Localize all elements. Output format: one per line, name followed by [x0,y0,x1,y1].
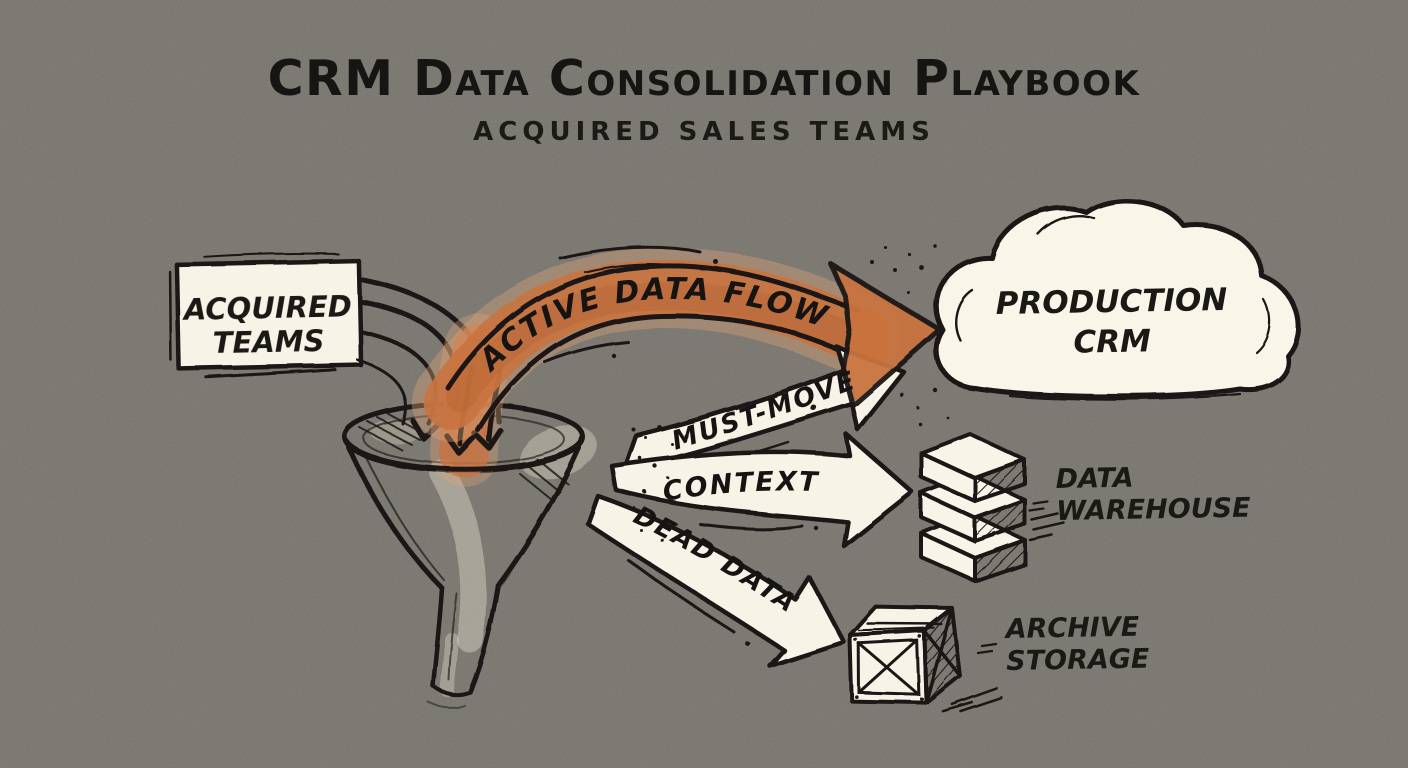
production-crm-line2: CRM [1073,323,1151,360]
production-crm-label: PRODUCTION CRM [995,282,1227,361]
acquired-teams-line2: TEAMS [212,324,324,360]
data-warehouse-label: DATA WAREHOUSE [1055,463,1251,527]
archive-storage-line1: ARCHIVE [1003,612,1140,645]
acquired-teams-line1: ACQUIRED [181,289,352,327]
speed-marks [976,500,1050,655]
archive-storage-label: ARCHIVE STORAGE [1003,612,1150,677]
dead-data-arrow [585,493,847,669]
active-flow-arrowhead [828,261,943,409]
database-stack-icon [919,432,1066,583]
page-subtitle: ACQUIRED SALES TEAMS [473,117,935,147]
crate-icon [847,604,1004,713]
context-arrow [609,431,915,549]
active-data-flow-arrow [412,245,902,442]
data-warehouse-line2: WAREHOUSE [1056,493,1251,527]
funnel-front-rim [343,437,585,472]
crate-shadow-lines [941,687,1004,713]
data-warehouse-line1: DATA [1055,463,1133,495]
page-title: CRM Data Consolidation Playbook [268,50,1141,107]
archive-storage-line2: STORAGE [1006,643,1150,677]
production-crm-line1: PRODUCTION [995,282,1227,322]
warehouse-shadow-lines [1028,512,1066,542]
spray-dots [632,244,950,542]
acquired-teams-box [168,253,364,379]
cloud-icon [933,198,1301,401]
acquired-teams-label: ACQUIRED TEAMS [181,289,352,360]
